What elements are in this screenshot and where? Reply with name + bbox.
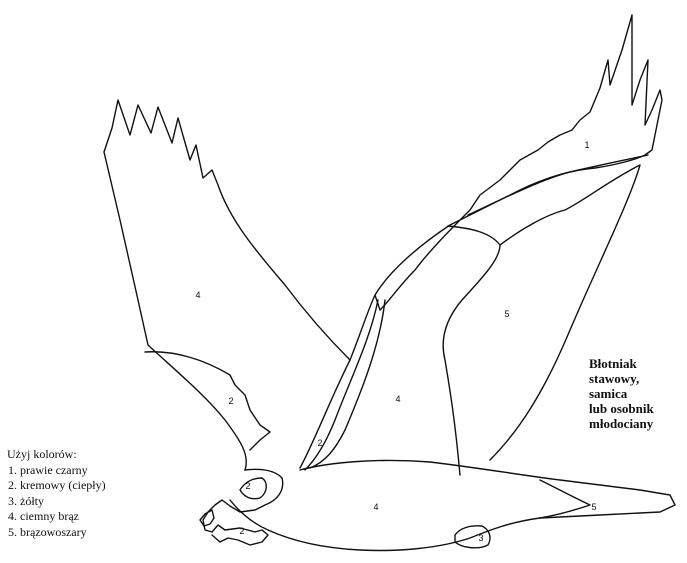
- beak-outline: [200, 510, 214, 526]
- color-legend: Użyj kolorów: 1. prawie czarny 2. kremow…: [7, 447, 106, 540]
- region-numbers: 1 4 2 5 4 2 2 2 4 5 3: [195, 140, 596, 543]
- region-number-tail: 5: [591, 502, 596, 512]
- legend-item: 2. kremowy (ciepły): [7, 478, 106, 494]
- species-title-line: samica: [589, 386, 684, 401]
- region-number-near-wing-edge: 2: [228, 396, 233, 406]
- region-number-cheek: 2: [239, 526, 244, 536]
- species-title-line: lub osobnik: [589, 401, 684, 416]
- region-number-head: 2: [245, 481, 250, 491]
- region-number-far-wing-inner: 4: [395, 394, 400, 404]
- region-number-far-wing-tip: 1: [584, 140, 589, 150]
- region-number-far-wing-leading-edge: 2: [317, 438, 322, 448]
- legend-item: 1. prawie czarny: [7, 463, 106, 479]
- tail-divider: [540, 480, 590, 518]
- region-number-body: 4: [373, 502, 378, 512]
- legend-heading: Użyj kolorów:: [7, 447, 106, 463]
- legend-item: 4. ciemny brąz: [7, 509, 106, 525]
- far-wing-primaries-divider: [468, 155, 648, 215]
- species-title-line: Błotniak: [589, 356, 684, 371]
- harrier-outline: [104, 15, 675, 551]
- near-wing-outline: [104, 100, 350, 470]
- species-title-line: młodociany: [589, 416, 684, 431]
- species-title-line: stawowy,: [589, 371, 684, 386]
- body-outline: [230, 460, 675, 550]
- region-number-near-wing: 4: [195, 290, 200, 300]
- legend-item: 5. brązowoszary: [7, 525, 106, 541]
- region-number-far-wing-coverts: 5: [504, 309, 509, 319]
- region-number-foot: 3: [478, 533, 483, 543]
- legend-item: 3. żółty: [7, 494, 106, 510]
- head-marking-outline: [240, 478, 266, 499]
- species-title: Błotniak stawowy, samica lub osobnik mło…: [589, 356, 684, 431]
